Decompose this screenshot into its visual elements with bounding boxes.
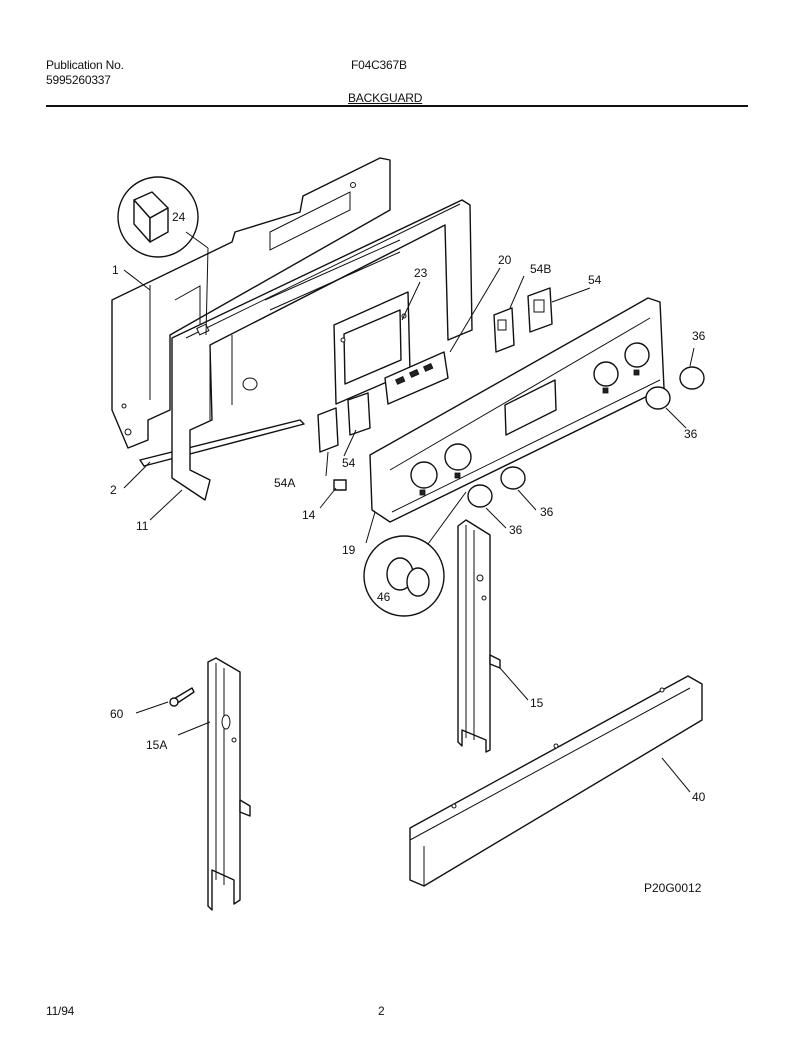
callout-20: 20: [498, 253, 512, 267]
callout-15: 15: [530, 696, 544, 710]
callout-46: 46: [377, 590, 391, 604]
switch-14-part: [333, 479, 347, 491]
callout-23: 23: [414, 266, 428, 280]
header-rule: [46, 105, 748, 107]
callout-36-mid: 36: [540, 505, 554, 519]
footer-date: 11/94: [46, 1004, 75, 1018]
page-number: 2: [378, 1004, 385, 1018]
callout-54-upper: 54: [588, 273, 602, 287]
callout-60: 60: [110, 707, 124, 721]
callout-36-right: 36: [684, 427, 698, 441]
control-panel-part: [369, 297, 665, 523]
electronic-control-part: [384, 351, 449, 405]
callout-1: 1: [112, 263, 119, 277]
screw-part: [169, 687, 195, 707]
publication-number: 5995260337: [46, 73, 111, 87]
model-number: F04C367B: [351, 58, 407, 72]
switch-54-upper-part: [527, 287, 553, 333]
side-bracket-right-part: [457, 519, 501, 753]
publication-label: Publication No.: [46, 58, 124, 72]
callout-11: 11: [136, 519, 149, 533]
callout-36-top: 36: [692, 329, 706, 343]
callout-2: 2: [110, 483, 117, 497]
rocker-switch-callout: [117, 176, 209, 336]
knob-part: [467, 366, 705, 508]
knob-46-callout: [363, 491, 467, 617]
callout-54-lower: 54: [342, 456, 356, 470]
leader-lines: [123, 267, 695, 793]
callout-54b: 54B: [530, 262, 551, 276]
section-title: BACKGUARD: [348, 91, 423, 105]
bottom-trim-part: [409, 675, 703, 887]
rear-panel-part: [111, 157, 391, 449]
side-bracket-left-part: [207, 657, 251, 911]
callout-24: 24: [172, 210, 186, 224]
callout-14: 14: [302, 508, 316, 522]
callout-54a: 54A: [274, 476, 295, 490]
callout-15a: 15A: [146, 738, 167, 752]
callout-19: 19: [342, 543, 356, 557]
switch-54a-part: [317, 407, 339, 453]
callout-36-low: 36: [509, 523, 523, 537]
switch-54-lower-part: [347, 392, 371, 436]
bottom-rail-part: [139, 419, 305, 467]
figure-code: P20G0012: [644, 881, 702, 895]
switch-54b-part: [493, 307, 515, 353]
callout-40: 40: [692, 790, 706, 804]
backguard-frame-part: [171, 199, 473, 501]
